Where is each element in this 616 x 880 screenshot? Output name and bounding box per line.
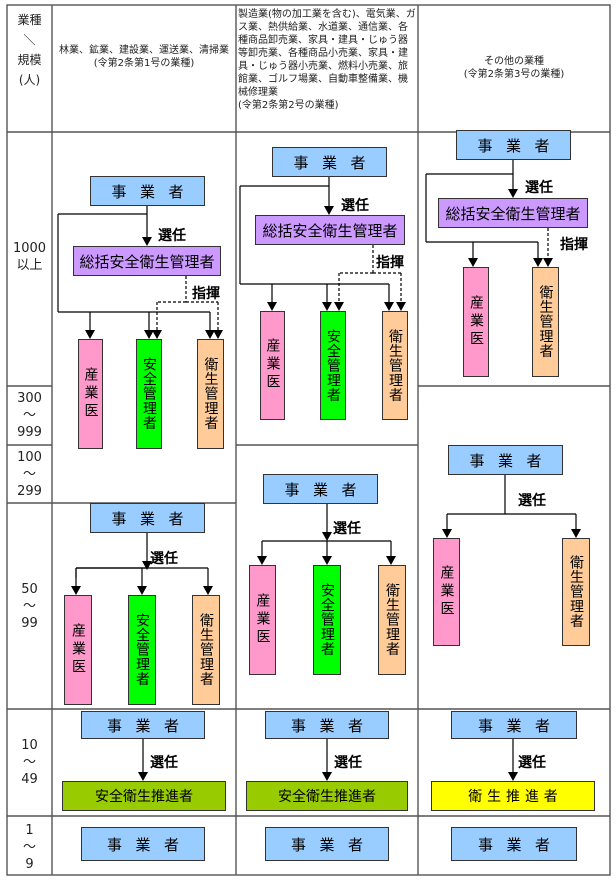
safety-manager-box: 安全管理者 [313, 565, 341, 675]
safety-health-promoter-box: 安全衛生推進者 [246, 781, 408, 811]
row-label-100: 100 〜 299 [17, 450, 42, 499]
employer-box: 事業者 [448, 445, 563, 475]
direct-label: 指揮 [560, 237, 588, 253]
appoint-label: 選任 [150, 755, 178, 771]
row-label-300: 300 〜 999 [17, 391, 42, 440]
arrowhead [322, 556, 332, 565]
arrowhead [142, 561, 152, 570]
appoint-label: 選任 [341, 198, 369, 214]
row-label-1000: 1000 以上 [12, 241, 47, 273]
employer-box: 事業者 [265, 827, 389, 861]
employer-box: 事業者 [90, 176, 205, 206]
arrowhead [138, 772, 148, 781]
row-label-1: 1 〜 9 [22, 823, 36, 872]
arrowhead [442, 529, 452, 538]
employer-box: 事業者 [272, 147, 387, 177]
employer-box: 事業者 [451, 711, 577, 739]
arrowhead [85, 330, 95, 339]
arrowhead [508, 772, 518, 781]
arrowhead [334, 302, 344, 311]
arrowhead [205, 330, 215, 339]
arrowhead [322, 302, 332, 311]
column-header-3: その他の業種 (令第2条第3号の業種) [463, 56, 565, 80]
arrowhead [396, 302, 406, 311]
industrial-physician-box: 産業医 [260, 311, 285, 420]
direct-label: 指揮 [376, 255, 404, 271]
general-manager-box: 総括安全衛生管理者 [438, 198, 588, 228]
industrial-physician-box: 産業医 [64, 595, 92, 705]
hygiene-manager-box: 衛生管理者 [192, 595, 220, 705]
industrial-physician-box: 産業医 [463, 267, 489, 377]
arrowhead [386, 556, 396, 565]
arrowhead [142, 237, 152, 246]
general-manager-box: 総括安全衛生管理者 [255, 215, 405, 245]
employer-box: 事業者 [263, 474, 378, 504]
arrowhead [508, 189, 518, 198]
industrial-physician-box: 産業医 [433, 538, 460, 646]
safety-health-promoter-box: 安全衛生推進者 [62, 781, 226, 811]
column-header-2: 製造業(物の加工業を含む)、電気業、ガス業、熱供給業、水道業、通信業、各種商品卸… [238, 9, 416, 111]
column-header-1: 林業、鉱業、建設業、運送業、清掃業 (令第2条第1号の業種) [59, 45, 229, 69]
hygiene-manager-box: 衛生管理者 [382, 311, 408, 420]
employer-box: 事業者 [451, 827, 577, 861]
employer-box: 事業者 [456, 130, 571, 160]
hygiene-manager-box: 衛生管理者 [562, 538, 590, 646]
hygiene-manager-box: 衛生管理者 [197, 339, 224, 449]
arrowhead [533, 258, 543, 267]
appoint-label: 選任 [150, 551, 178, 567]
appoint-label: 選任 [525, 180, 553, 196]
arrowhead [571, 529, 581, 538]
arrowhead [71, 586, 81, 595]
employer-box: 事業者 [265, 711, 389, 739]
arrowhead [322, 532, 332, 541]
arrowhead [152, 330, 162, 339]
row-label-10: 10 〜 49 [21, 738, 38, 787]
arrowhead [322, 772, 332, 781]
row-label-50: 50 〜 99 [21, 582, 38, 631]
employer-box: 事業者 [81, 827, 205, 861]
hygiene-manager-box: 衛生管理者 [532, 267, 559, 377]
appoint-label: 選任 [334, 755, 362, 771]
health-promoter-box: 衛生推進者 [431, 781, 595, 811]
arrowhead [543, 258, 553, 267]
appoint-label: 選任 [333, 521, 361, 537]
arrowhead [267, 302, 277, 311]
connector-lines [57, 160, 581, 781]
safety-manager-box: 安全管理者 [128, 595, 156, 705]
direct-label: 指揮 [192, 286, 220, 302]
industrial-physician-box: 産業医 [78, 339, 103, 449]
corner-label: 業種 ＼ 規模 (人) [17, 13, 42, 87]
safety-manager-box: 安全管理者 [320, 311, 346, 420]
arrowhead [213, 330, 223, 339]
arrowhead [257, 556, 267, 565]
arrowhead [384, 302, 394, 311]
arrowhead [144, 330, 154, 339]
general-manager-box: 総括安全衛生管理者 [73, 246, 221, 276]
arrowhead [203, 586, 213, 595]
appoint-label: 選任 [518, 755, 546, 771]
safety-manager-box: 安全管理者 [136, 339, 162, 449]
appoint-label: 選任 [158, 228, 186, 244]
arrowhead [324, 206, 334, 215]
industrial-physician-box: 産業医 [249, 565, 276, 675]
hygiene-manager-box: 衛生管理者 [378, 565, 406, 675]
appoint-label: 選任 [518, 493, 546, 509]
employer-box: 事業者 [81, 711, 205, 739]
arrowhead [137, 586, 147, 595]
arrowhead [468, 258, 478, 267]
employer-box: 事業者 [90, 503, 205, 533]
